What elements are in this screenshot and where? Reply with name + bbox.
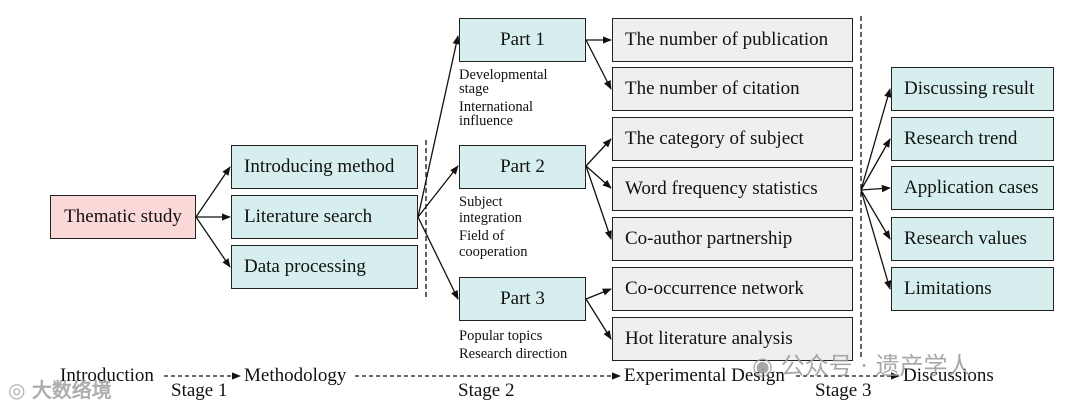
part2-note-line: Field of [459,228,505,244]
part2-label: Part 2 [500,156,545,177]
watermark-left-text: 大数络境 [31,378,112,402]
part1-note: Developmental stage International influe… [459,66,548,130]
stage3-label: Stage 3 [815,380,872,401]
data-processing-label: Data processing [244,256,366,277]
arrow-to-research-trend [860,138,891,191]
discussing-result-box: Discussing result [891,67,1054,111]
part3-box: Part 3 [459,277,586,321]
analysis-publication-box: The number of publication [612,18,853,62]
arrow-methods-to-part1 [417,35,460,218]
analysis-label: Co-occurrence network [625,278,804,299]
analysis-label: The category of subject [625,128,804,149]
part3-label: Part 3 [500,288,545,309]
thematic-study-box: Thematic study [50,195,196,239]
arrow-start-to-introducing-method [195,166,231,218]
analysis-category-box: The category of subject [612,117,853,161]
part2-note-line: integration [459,210,522,226]
arrow-methods-to-part3 [417,216,459,300]
timeline-methodology: Methodology [244,365,347,386]
timeline-experimental-design: Experimental Design [624,365,785,386]
arrow-part2-to-word-frequency [585,165,612,189]
literature-search-label: Literature search [244,206,373,227]
arrow-part2-to-coauthor [585,165,612,240]
discussion-label: Discussing result [904,78,1035,99]
arrow-part3-to-hot-literature [585,298,612,340]
timeline-introduction: Introduction [60,365,154,386]
part1-note-line: influence [459,113,513,129]
part1-label: Part 1 [500,29,545,50]
analysis-label: The number of publication [625,29,829,50]
watermark-left: ◎ 大数络境 [8,374,112,403]
discussion-label: Limitations [904,278,992,299]
analysis-label: The number of citation [625,78,800,99]
thematic-study-label: Thematic study [64,206,182,227]
arrow-part3-to-cooccurrence [585,288,612,300]
wechat-icon: ◎ [8,378,26,402]
discussion-label: Research values [904,228,1027,249]
arrow-methods-to-part2 [417,165,459,218]
part1-note-line: International [459,99,534,115]
arrow-to-limitations [860,189,892,290]
application-cases-box: Application cases [891,166,1054,210]
part1-note-line: Developmental [459,67,548,83]
arrow-to-discussing-result [860,88,892,191]
stage2-label: Stage 2 [458,380,515,401]
analysis-citation-box: The number of citation [612,67,853,111]
analysis-label: Word frequency statistics [625,178,818,199]
research-values-box: Research values [891,217,1054,261]
part2-note-line: cooperation [459,244,528,260]
part2-note-line: Subject [459,194,503,210]
analysis-hot-literature-box: Hot literature analysis [612,317,853,361]
literature-search-box: Literature search [231,195,418,239]
timeline-discussions: Discussions [903,365,994,386]
stage1-label: Stage 1 [171,380,228,401]
arrow-to-application-cases [860,184,891,193]
part2-box: Part 2 [459,145,586,189]
watermark-right: ◉ 公众号 · 遗产学人 [752,346,971,381]
part1-box: Part 1 [459,18,586,62]
analysis-coauthor-box: Co-author partnership [612,217,853,261]
arrow-part2-to-category [585,138,612,167]
part1-note-line: stage [459,81,489,97]
analysis-cooccurrence-box: Co-occurrence network [612,267,853,311]
introducing-method-label: Introducing method [244,156,395,177]
arrow-part1-to-citation [585,39,612,90]
wechat-icon: ◉ [752,352,773,380]
research-trend-box: Research trend [891,117,1054,161]
arrow-to-research-values [860,189,891,240]
part3-note: Popular topics Research direction [459,327,567,363]
watermark-right-text: 公众号 · 遗产学人 [780,352,972,380]
analysis-label: Co-author partnership [625,228,793,249]
limitations-box: Limitations [891,267,1054,311]
discussion-label: Research trend [904,128,1018,149]
analysis-word-frequency-box: Word frequency statistics [612,167,853,211]
discussion-label: Application cases [904,177,1039,198]
arrow-start-to-data-processing [195,216,231,268]
part3-note-line: Popular topics [459,328,543,344]
introducing-method-box: Introducing method [231,145,418,189]
data-processing-box: Data processing [231,245,418,289]
analysis-label: Hot literature analysis [625,328,793,349]
part3-note-line: Research direction [459,346,568,362]
part2-note: Subject integration Field of cooperation [459,193,527,261]
